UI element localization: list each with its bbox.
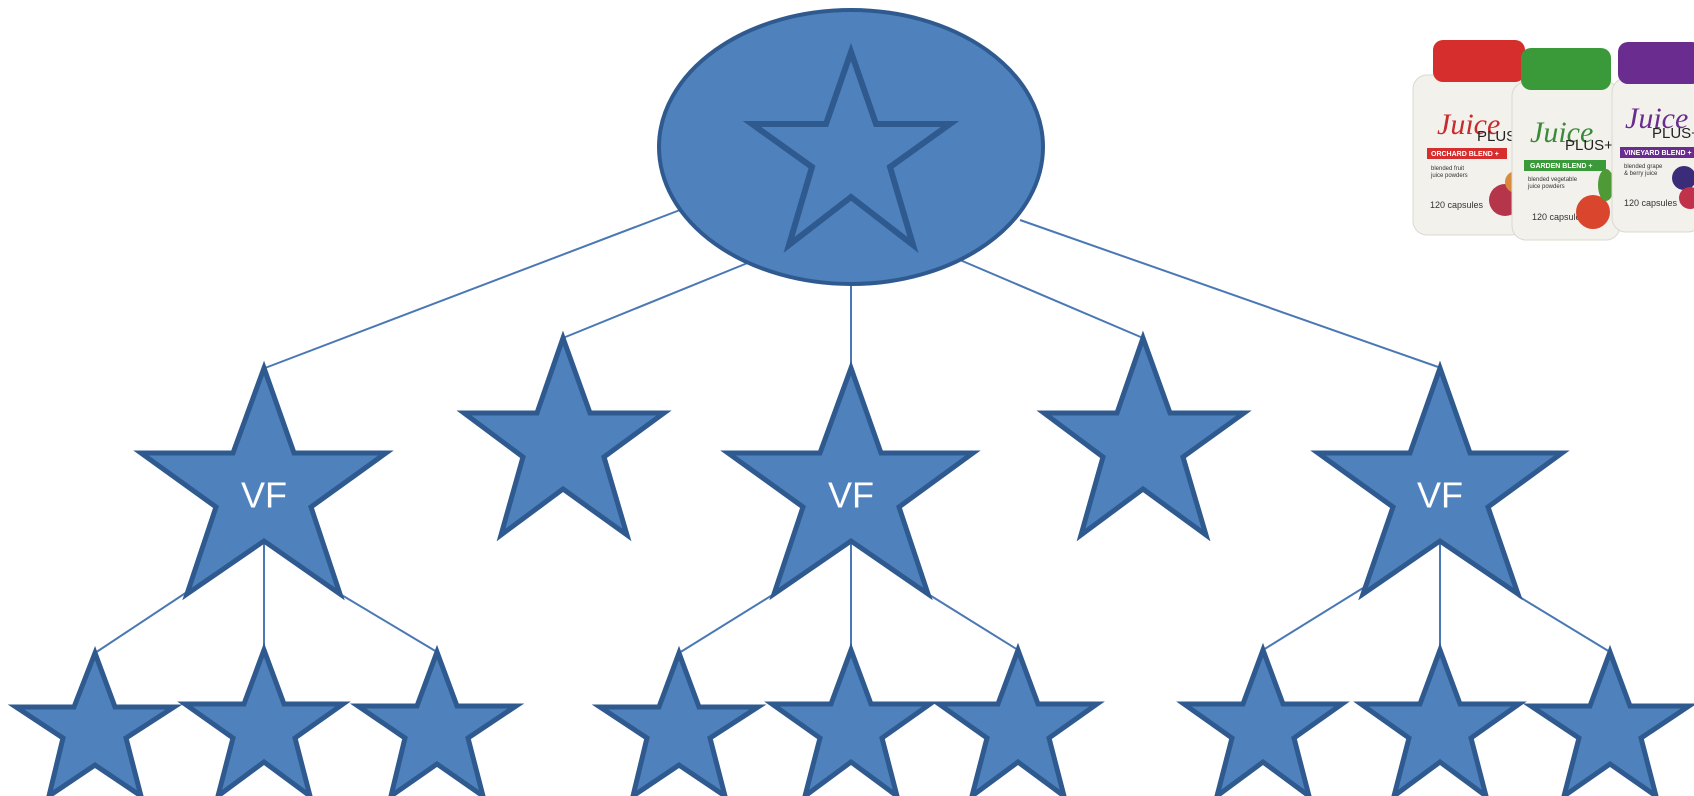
jar-lid	[1521, 48, 1611, 90]
jar-garden: Juice PLUS+ GARDEN BLEND + blended veget…	[1511, 48, 1621, 241]
jar-lid	[1433, 40, 1525, 82]
jar-desc-1: blended grape	[1624, 164, 1663, 170]
grape-icon	[1672, 166, 1694, 190]
jar-desc-1: blended vegetable	[1528, 177, 1578, 183]
berry-icon	[1679, 187, 1694, 209]
star-icon	[133, 360, 394, 601]
star-icon	[349, 644, 525, 796]
jar-brand: Juice	[1437, 108, 1500, 141]
star-icon	[177, 642, 351, 796]
star-icon	[764, 642, 938, 796]
jar-desc-2: & berry juice	[1624, 171, 1658, 177]
jar-desc-1: blended fruit	[1431, 166, 1464, 172]
jar-plus: PLUS+	[1652, 125, 1694, 142]
star-icon	[1522, 644, 1694, 796]
star-icon	[1353, 642, 1527, 796]
jar-desc-2: juice powders	[1527, 184, 1565, 190]
product-jars-image: Juice PLUS+ ORCHARD BLEND + blended frui…	[1412, 40, 1694, 241]
jar-plus: PLUS+	[1565, 137, 1613, 154]
connector-root-to-star-4	[959, 259, 1144, 339]
connector-lines	[94, 209, 1611, 654]
center-vf-label: VF	[828, 475, 874, 516]
star-icon	[1036, 330, 1252, 542]
level-1-star-2	[456, 330, 672, 542]
jar-blend: ORCHARD BLEND +	[1431, 151, 1499, 158]
jar-desc-2: juice powders	[1430, 173, 1468, 179]
jar-count: 120 capsules	[1430, 200, 1484, 210]
jar-lid	[1618, 42, 1694, 84]
jar-band	[1524, 160, 1606, 171]
jar-count: 120 capsules	[1624, 198, 1678, 208]
right-vf-node: VF	[1310, 360, 1570, 601]
level-1-star-4	[1036, 330, 1252, 542]
tomato-icon	[1576, 195, 1610, 229]
root-star-icon	[742, 42, 960, 254]
connector-root-to-left-vf	[264, 209, 681, 369]
star-icon	[591, 645, 767, 796]
star-icon	[1176, 642, 1350, 796]
leaf-icon	[1598, 169, 1614, 201]
connector-root-to-star-2	[562, 261, 751, 339]
left-vf-node: VF	[133, 360, 394, 601]
jar-vineyard: Juice PLUS+ VINEYARD BLEND + blended gra…	[1611, 42, 1694, 233]
jar-blend: VINEYARD BLEND +	[1624, 150, 1692, 157]
jar-blend: GARDEN BLEND +	[1530, 163, 1592, 170]
level-2-nodes	[7, 642, 1694, 796]
connector-root-to-right-vf	[1019, 219, 1442, 369]
connector-right-vf-to-child-1	[1262, 587, 1364, 651]
connector-left-vf-to-child-1	[94, 591, 188, 654]
level-1-nodes: VF VF VF	[133, 330, 1570, 601]
connector-left-vf-to-child-3	[339, 593, 438, 653]
root-node	[657, 8, 1045, 286]
star-icon	[456, 330, 672, 542]
jar-band	[1427, 148, 1507, 159]
star-icon	[931, 642, 1105, 796]
jar-brand: Juice	[1625, 102, 1688, 135]
connector-center-vf-to-child-3	[927, 593, 1019, 651]
star-icon	[720, 360, 981, 601]
connector-center-vf-to-child-1	[678, 593, 775, 654]
jar-count: 120 capsules	[1532, 212, 1586, 222]
connector-right-vf-to-child-3	[1517, 595, 1611, 653]
jar-brand: Juice	[1530, 116, 1593, 149]
right-vf-label: VF	[1417, 475, 1463, 516]
star-icon	[1310, 360, 1570, 601]
center-vf-node: VF	[720, 360, 981, 601]
jar-band	[1620, 147, 1694, 158]
star-icon	[7, 645, 183, 796]
left-vf-label: VF	[241, 475, 287, 516]
jar-orchard: Juice PLUS+ ORCHARD BLEND + blended frui…	[1412, 40, 1527, 236]
